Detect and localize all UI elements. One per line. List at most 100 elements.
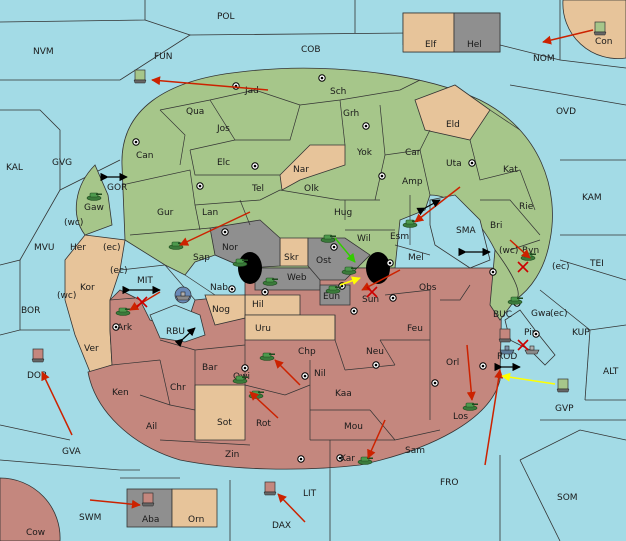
label-kaa: Kaa [335, 389, 352, 399]
label-rie: Rie [519, 202, 534, 212]
label-gor: GOR [107, 183, 127, 193]
sea-rod[interactable] [504, 309, 556, 366]
label-obs: Obs [419, 283, 437, 293]
label-gur: Gur [157, 208, 174, 218]
label-con: Con [595, 37, 613, 47]
label-sot: Sot [217, 418, 232, 428]
label-eun: Eun [323, 292, 340, 302]
label-dax: DAX [272, 521, 291, 531]
label-kup: KUP [572, 328, 590, 338]
label-sam: Sam [405, 446, 425, 456]
label-bri: Bri [490, 221, 502, 231]
label-kat: Kat [503, 165, 518, 175]
label-grh: Grh [343, 109, 359, 119]
label-bar: Bar [202, 363, 218, 373]
label-mvu: MVU [34, 243, 55, 253]
region-ost[interactable] [307, 237, 371, 281]
label-rbu: RBU [166, 327, 185, 337]
units [31, 21, 607, 507]
label-nvm: NVM [33, 47, 54, 57]
label-elc: Elc [217, 158, 230, 168]
label-kam: KAM [582, 193, 602, 203]
label-chr: Chr [170, 383, 186, 393]
label-hug: Hug [334, 208, 352, 218]
label-sma: SMA [456, 226, 476, 236]
label-nil: Nil [314, 369, 326, 379]
label-pol: POL [217, 12, 235, 22]
label-gva: GVA [62, 447, 82, 457]
label-dor: DOR [27, 371, 47, 381]
orders [41, 29, 594, 523]
label-swm: SWM [79, 513, 101, 523]
label-bor: BOR [21, 306, 40, 316]
label-her: Her [70, 243, 86, 253]
label-ec1: (ec) [103, 243, 121, 253]
region-cow[interactable] [0, 477, 61, 541]
label-yok: Yok [356, 148, 373, 158]
label-ec2: (ec) [552, 262, 570, 272]
region-con[interactable] [562, 0, 626, 59]
label-nom: NOM [533, 54, 555, 64]
label-car: Car [405, 148, 421, 158]
label-pir: Pir [524, 328, 536, 338]
label-fro: FRO [440, 478, 459, 488]
label-tei: TEI [589, 259, 604, 269]
label-buc: BUC [493, 310, 512, 320]
label-sun: Sun [362, 295, 379, 305]
label-gvp: GVP [555, 404, 574, 414]
label-rod: ROD [497, 352, 517, 362]
label-chp: Chp [298, 347, 316, 357]
label-hel: Hel [467, 40, 482, 50]
label-wc3: (wc) [57, 291, 76, 301]
label-jad: Jad [244, 86, 259, 96]
label-orn: Orn [188, 515, 204, 525]
label-som: SOM [557, 493, 578, 503]
label-neu: Neu [366, 347, 384, 357]
label-mel: Mel [408, 253, 424, 263]
label-aba: Aba [142, 515, 159, 525]
internal-borders [109, 79, 541, 470]
impassable-east [366, 252, 390, 284]
impassable-west [238, 252, 262, 284]
label-ec4: (ec) [550, 309, 568, 319]
label-jos: Jos [216, 124, 230, 134]
label-rot: Rot [256, 419, 271, 429]
label-nab: Nab [210, 283, 228, 293]
label-los: Los [453, 412, 468, 422]
region-labels: POL NVM FUN COB NOM Con Elf Hel Jad Sch … [6, 12, 619, 538]
label-wil: Wil [357, 234, 371, 244]
region-orn[interactable] [171, 488, 218, 528]
label-ec3: (ec) [110, 266, 128, 276]
label-kor: Kor [80, 283, 95, 293]
label-mou: Mou [344, 422, 363, 432]
label-kar: Kar [340, 454, 355, 464]
label-qua: Qua [186, 107, 204, 117]
label-uta: Uta [446, 159, 462, 169]
label-sch: Sch [330, 87, 346, 97]
label-nor: Nor [222, 243, 238, 253]
label-amp: Amp [402, 177, 423, 187]
label-ver: Ver [84, 344, 99, 354]
label-kal: KAL [6, 163, 23, 173]
label-web: Web [287, 273, 307, 283]
label-tel: Tel [251, 184, 264, 194]
label-orl: Orl [446, 358, 459, 368]
region-sot[interactable] [194, 384, 246, 441]
label-alt: ALT [603, 367, 619, 377]
label-cob: COB [301, 45, 321, 55]
label-olk: Olk [304, 184, 320, 194]
label-wc2: (wc) [499, 246, 518, 256]
region-hel[interactable] [453, 12, 501, 53]
label-elf: Elf [425, 40, 437, 50]
label-ken: Ken [112, 388, 129, 398]
failed-orders [136, 261, 529, 351]
label-ost: Ost [316, 256, 332, 266]
label-hil: Hil [252, 300, 264, 310]
label-can: Can [136, 151, 154, 161]
label-sap: Sap [193, 253, 210, 263]
region-eld[interactable] [414, 84, 491, 141]
label-uru: Uru [255, 324, 271, 334]
label-fun: FUN [154, 52, 173, 62]
